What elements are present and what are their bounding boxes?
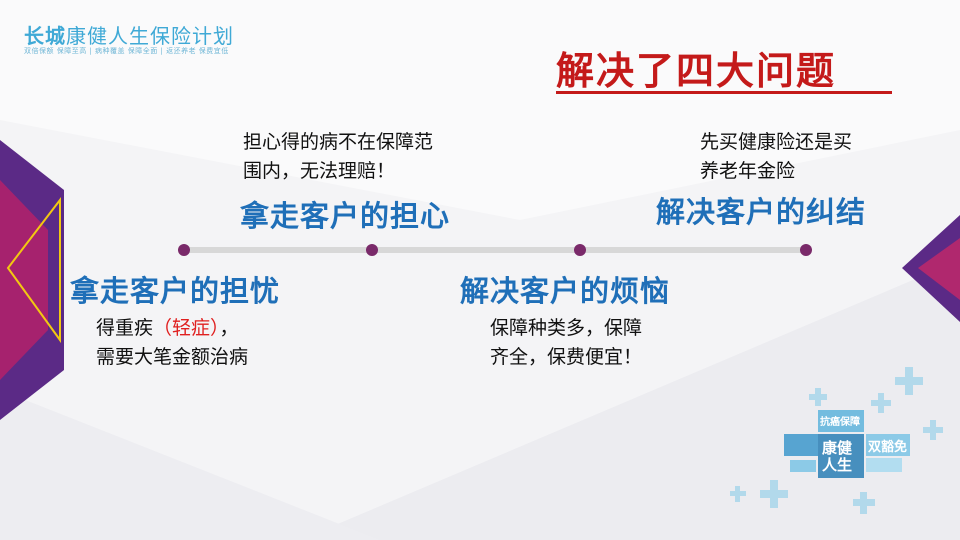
point-4-heading: 解决客户的烦恼 (460, 274, 671, 308)
decor-tag-1: 抗癌保障 (820, 417, 860, 428)
point-3-note-post: ， (219, 317, 239, 339)
brand-logo-rest: 康健人生保险计划 (66, 24, 234, 48)
timeline-dot-1 (178, 244, 190, 256)
timeline-dot-3 (574, 244, 586, 256)
timeline-dot-4 (800, 244, 812, 256)
brand-logo-bold: 长城 (24, 24, 66, 48)
point-4-note-line-1: 保障种类多，保障 (490, 317, 643, 339)
point-3-note-pre: 得重疾 (96, 317, 154, 339)
timeline-dot-2 (366, 244, 378, 256)
point-2-heading: 解决客户的纠结 (656, 195, 867, 229)
point-1-note-line-2: 围内，无法理赔！ (243, 160, 396, 182)
point-2-note-line-2: 养老年金险 (700, 160, 796, 182)
point-4-note: 保障种类多，保障 齐全，保费便宜！ (490, 314, 642, 372)
brand-logo-title: 长城康健人生保险计划 (24, 20, 234, 49)
brand-tagline: 双倍保额 保障至高 | 病种覆盖 保障全面 | 返还养老 保费宜低 (24, 47, 229, 55)
decor-tag-2: 康健人生 (822, 439, 853, 474)
point-1-heading: 拿走客户的担心 (240, 199, 451, 233)
point-3-note: 得重疾（轻症）， 需要大笔金额治病 (96, 314, 248, 372)
decor-tag-3: 双豁免 (868, 440, 908, 455)
point-1-note-line-1: 担心得的病不在保障范 (243, 131, 434, 153)
point-3-note-highlight: （轻症） (153, 317, 220, 339)
point-2-note: 先买健康险还是买 养老年金险 (700, 128, 852, 186)
point-3-note-line-2: 需要大笔金额治病 (96, 346, 249, 368)
timeline-bar (180, 247, 810, 253)
point-3-heading: 拿走客户的担忧 (70, 274, 281, 308)
point-1-note: 担心得的病不在保障范 围内，无法理赔！ (243, 128, 433, 186)
point-3-note-line-1: 得重疾（轻症）， (96, 314, 248, 343)
point-2-note-line-1: 先买健康险还是买 (700, 131, 853, 153)
point-4-note-line-2: 齐全，保费便宜！ (490, 346, 643, 368)
slide-headline: 解决了四大问题 (556, 49, 837, 93)
headline-underline (556, 91, 892, 94)
